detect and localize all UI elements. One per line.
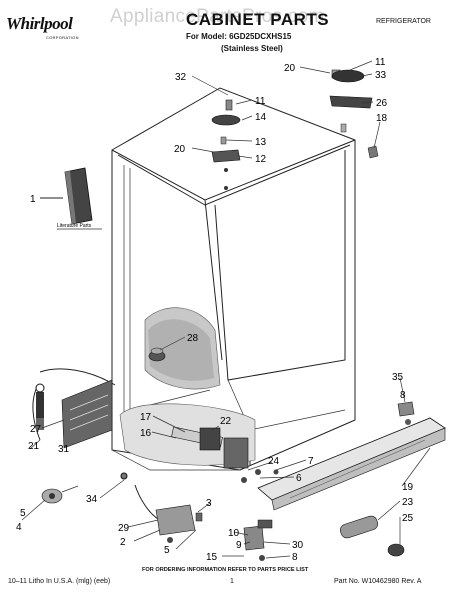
literature-label: Literature Parts xyxy=(57,223,92,229)
callout-30: 30 xyxy=(292,540,304,551)
callout-20: 20 xyxy=(174,144,186,155)
water-valve-cap xyxy=(148,347,166,362)
top-hinge-center xyxy=(211,99,241,190)
callout-26: 26 xyxy=(376,98,388,109)
callout-32: 32 xyxy=(175,72,187,83)
callout-5b: 5 xyxy=(164,545,170,556)
callout-2: 2 xyxy=(120,537,126,548)
logo-subtitle: CORPORATION xyxy=(46,35,79,40)
top-hinge-right xyxy=(329,69,379,159)
callout-11b: 11 xyxy=(375,57,386,68)
part-number: Part No. W10462980 Rev. A xyxy=(334,578,422,585)
callout-17: 17 xyxy=(140,412,152,423)
callout-24: 24 xyxy=(268,456,280,467)
callout-6: 6 xyxy=(296,473,302,484)
callout-14: 14 xyxy=(255,112,267,123)
page-number: 1 xyxy=(230,578,234,585)
power-cord xyxy=(32,368,116,441)
callout-8a: 8 xyxy=(400,390,406,401)
callout-25: 25 xyxy=(402,513,414,524)
cabinet-interior-shading xyxy=(144,307,221,390)
callout-4: 4 xyxy=(16,522,22,533)
model-number: For Model: 6GD25DCXHS15 xyxy=(186,32,292,41)
callout-34: 34 xyxy=(86,494,98,505)
callout-13: 13 xyxy=(255,137,267,148)
callout-7: 7 xyxy=(308,456,314,467)
whirlpool-logo: Whirlpool xyxy=(6,14,73,33)
callout-5a: 5 xyxy=(20,508,26,519)
leader-lines xyxy=(21,60,431,559)
lower-hinge-right xyxy=(243,519,273,561)
lower-hinge-bracket xyxy=(155,504,203,543)
callout-15: 15 xyxy=(206,552,218,563)
ordering-note: FOR ORDERING INFORMATION REFER TO PARTS … xyxy=(142,567,309,573)
callout-12: 12 xyxy=(255,154,267,165)
callout-10: 10 xyxy=(228,528,240,539)
callout-31: 31 xyxy=(58,444,70,455)
callout-19: 19 xyxy=(402,482,414,493)
leveling-leg xyxy=(397,401,415,425)
callout-21: 21 xyxy=(28,441,40,452)
callout-23: 23 xyxy=(402,497,414,508)
callout-29: 29 xyxy=(118,523,130,534)
screws xyxy=(241,469,279,483)
lower-hinge-left xyxy=(41,472,161,521)
callout-35: 35 xyxy=(392,372,404,383)
finish-label: (Stainless Steel) xyxy=(221,44,283,53)
base-grille xyxy=(257,417,446,511)
callout-18: 18 xyxy=(376,113,388,124)
callout-11: 11 xyxy=(255,96,266,107)
callout-27: 27 xyxy=(30,424,42,435)
callout-28: 28 xyxy=(187,333,199,344)
callout-3: 3 xyxy=(206,498,212,509)
callout-20b: 20 xyxy=(284,63,296,74)
callout-labels: 32 11 14 13 20 12 11 20 33 26 18 1 28 35… xyxy=(16,57,414,563)
literature-parts-icon xyxy=(40,167,93,225)
callout-16: 16 xyxy=(140,428,152,439)
litho-info: 10–11 Litho In U.S.A. (mlg) (eeb) xyxy=(8,578,111,585)
harness-panel xyxy=(61,379,113,449)
watermark: AppliancePartsPros.com xyxy=(110,6,325,27)
callout-22: 22 xyxy=(220,416,232,427)
callout-8b: 8 xyxy=(292,552,298,563)
callout-33: 33 xyxy=(375,70,387,81)
category-label: REFRIGERATOR xyxy=(376,18,431,25)
filter-cartridge xyxy=(340,515,405,557)
callout-9: 9 xyxy=(236,540,242,551)
page-title: CABINET PARTS xyxy=(186,10,330,29)
callout-1: 1 xyxy=(30,194,36,205)
